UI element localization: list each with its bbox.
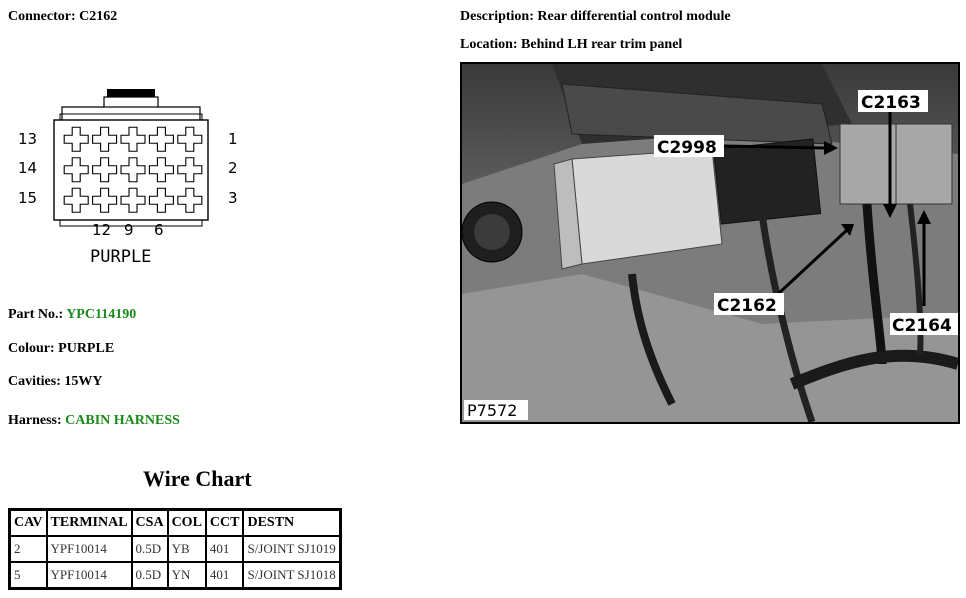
connector-cavity	[120, 187, 146, 213]
connector-cavity	[63, 187, 89, 213]
header-terminal: TERMINAL	[45, 508, 133, 537]
colour-label: Colour: PURPLE	[8, 341, 115, 356]
connector-cavity	[63, 126, 89, 152]
pin-label-12: 12	[92, 221, 111, 239]
connector-latch	[107, 89, 155, 97]
pin-label-15: 15	[18, 189, 37, 207]
photo-reference: P7572	[467, 401, 517, 420]
cell-csa: 0.5D	[130, 535, 169, 563]
connector-cavity	[177, 126, 203, 152]
pin-label-14: 14	[18, 159, 37, 177]
callout-c2998: C2998	[657, 138, 717, 158]
connector-cavity	[120, 126, 146, 152]
cell-cav: 2	[8, 535, 48, 563]
connector-cavity	[148, 157, 174, 183]
connector-label: Connector: C2162	[8, 9, 118, 24]
cell-terminal: YPF10014	[45, 561, 133, 590]
location-photo-illustration: C2998 C2163 C2162 C2164 P7572	[462, 64, 958, 422]
cell-cct: 401	[204, 561, 245, 590]
connector-cavity	[120, 157, 146, 183]
pin-label-3: 3	[228, 189, 238, 207]
cavity-grid	[63, 126, 203, 213]
pin-label-13: 13	[18, 130, 37, 148]
header-col: COL	[166, 508, 207, 537]
part-number: Part No.: YPC114190	[8, 307, 136, 323]
header-cav: CAV	[8, 508, 48, 537]
header-destn: DESTN	[242, 508, 342, 537]
callout-c2163: C2163	[861, 93, 921, 113]
connector-cavity	[92, 126, 118, 152]
header-cct: CCT	[204, 508, 245, 537]
pin-label-2: 2	[228, 159, 238, 177]
cell-col: YN	[166, 561, 207, 590]
table-row: 2 YPF10014 0.5D YB 401 S/JOINT SJ1019	[8, 535, 342, 563]
pin-label-1: 1	[228, 130, 238, 148]
location-label: Location: Behind LH rear trim panel	[460, 37, 683, 52]
connector-cavity	[148, 126, 174, 152]
cell-terminal: YPF10014	[45, 535, 133, 563]
connector-cavity	[177, 187, 203, 213]
relay-unit	[712, 138, 822, 225]
wire-chart-table: CAV TERMINAL CSA COL CCT DESTN 2 YPF1001…	[8, 508, 342, 590]
connector-cavity	[148, 187, 174, 213]
cell-cct: 401	[204, 535, 245, 563]
cell-csa: 0.5D	[130, 561, 169, 590]
location-photo: C2998 C2163 C2162 C2164 P7572	[460, 62, 960, 424]
part-number-prefix: Part No.:	[8, 307, 67, 322]
harness-link[interactable]: CABIN HARNESS	[65, 413, 180, 428]
connector-cavity	[63, 157, 89, 183]
header-csa: CSA	[130, 508, 169, 537]
cell-cav: 5	[8, 561, 48, 590]
part-number-link[interactable]: YPC114190	[66, 307, 137, 322]
table-row: 5 YPF10014 0.5D YN 401 S/JOINT SJ1018	[8, 561, 342, 590]
wire-chart-title: Wire Chart	[143, 466, 252, 491]
pin-label-6: 6	[154, 221, 164, 239]
harness-prefix: Harness:	[8, 413, 66, 428]
description-label: Description: Rear differential control m…	[460, 9, 731, 24]
cell-destn: S/JOINT SJ1018	[242, 561, 342, 590]
connector-face-diagram: 13 14 15 1 2 3 12 9 6 PURPLE	[18, 89, 238, 267]
diagram-colour-text: PURPLE	[90, 247, 151, 267]
callout-c2164: C2164	[892, 316, 952, 336]
connector-cavity	[92, 157, 118, 183]
connector-cavity	[177, 157, 203, 183]
pin-label-9: 9	[124, 221, 134, 239]
connector-cavity	[92, 187, 118, 213]
cell-col: YB	[166, 535, 207, 563]
cell-destn: S/JOINT SJ1019	[242, 535, 342, 563]
cavities-label: Cavities: 15WY	[8, 374, 103, 389]
harness-label: Harness: CABIN HARNESS	[8, 413, 180, 429]
control-module	[571, 148, 723, 265]
table-header-row: CAV TERMINAL CSA COL CCT DESTN	[8, 508, 342, 537]
callout-c2162: C2162	[717, 296, 777, 316]
